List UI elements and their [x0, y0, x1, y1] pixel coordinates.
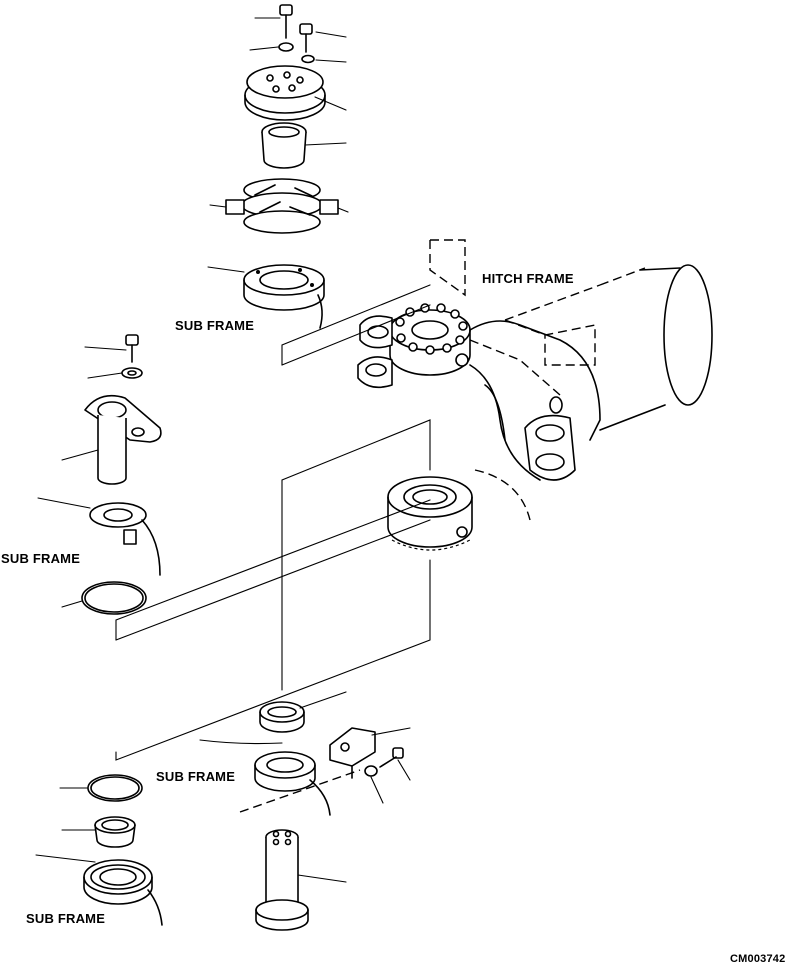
bottom-left-o-ring	[59, 774, 143, 802]
left-washer	[87, 367, 143, 379]
split-shims	[209, 178, 349, 234]
label-hitch-frame: HITCH FRAME	[482, 271, 574, 286]
top-washer-1	[249, 42, 294, 52]
left-grease-fitting	[123, 529, 137, 545]
label-sub-frame-left: SUB FRAME	[1, 551, 81, 566]
label-sub-frame-bottom-mid: SUB FRAME	[156, 769, 236, 784]
seal-bottom	[259, 691, 347, 733]
bolt-circle	[395, 303, 468, 355]
bushing-bottom	[199, 739, 331, 816]
hitch-frame-body	[357, 239, 713, 551]
bracket-bolt	[379, 747, 411, 781]
left-bushing	[37, 497, 161, 576]
top-bolt-2	[299, 23, 347, 53]
bottom-left-cap	[35, 854, 163, 926]
lock-plate-bracket	[239, 727, 411, 813]
label-sub-frame-bottom-left: SUB FRAME	[26, 911, 106, 926]
top-washer-2	[301, 54, 347, 64]
left-o-ring	[61, 581, 147, 615]
cap-top	[207, 264, 325, 329]
label-sub-frame-top: SUB FRAME	[175, 318, 255, 333]
bushing-top	[261, 122, 347, 169]
pin-bottom	[255, 829, 347, 931]
drawing-code: CM003742	[730, 953, 786, 965]
bracket-washer	[364, 765, 384, 804]
retainer-plate	[244, 65, 347, 121]
bottom-left-bushing	[61, 816, 136, 848]
left-bolt	[84, 334, 139, 363]
top-bolt-1	[254, 4, 293, 39]
assembly-lines	[115, 284, 431, 761]
left-lock-plate-pin	[61, 394, 162, 485]
